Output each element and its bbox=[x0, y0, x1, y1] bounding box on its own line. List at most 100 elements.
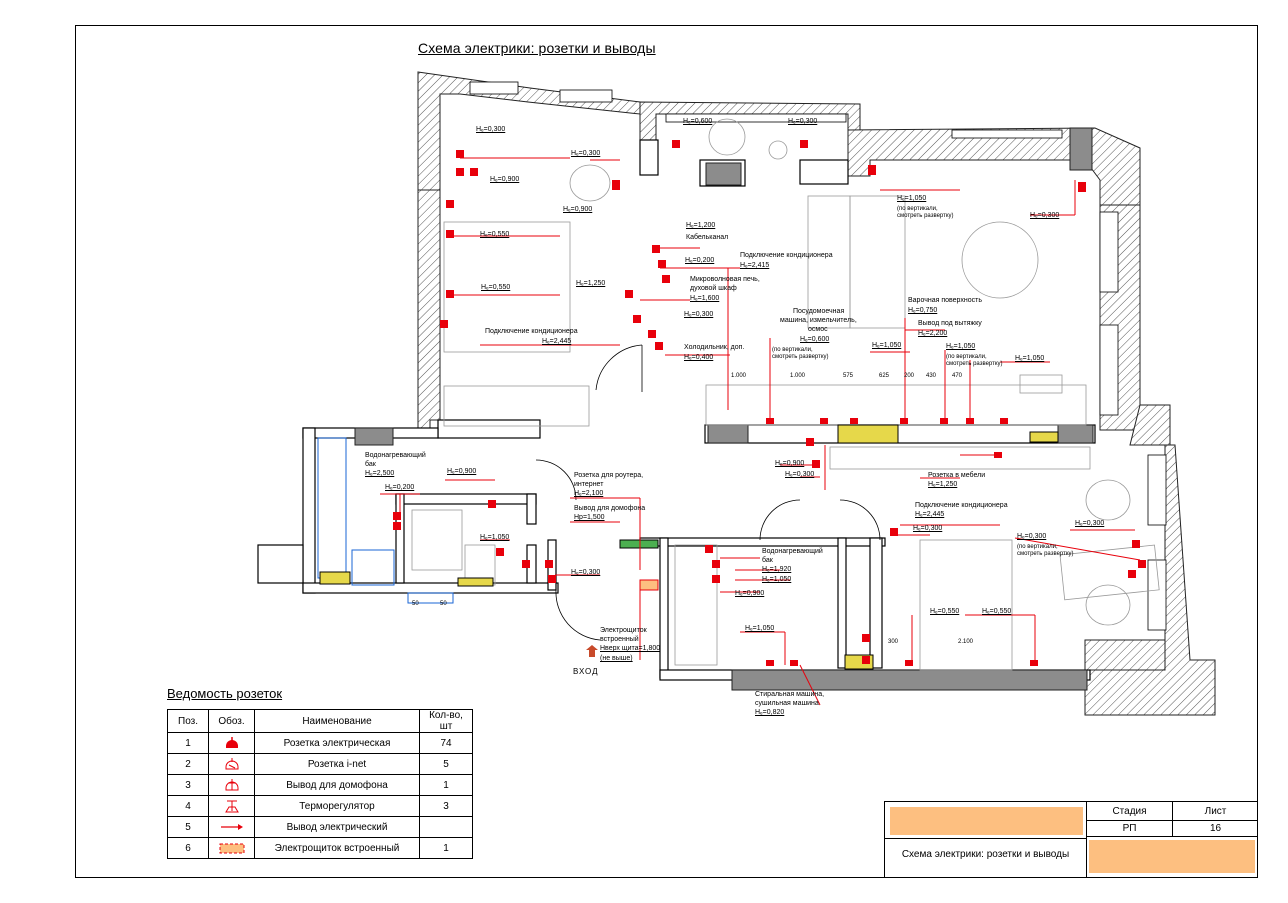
title-block: Стадия Лист РП 16 Схема электрики: розет… bbox=[884, 801, 1258, 878]
legend-row: 3 Вывод для домофона 1 bbox=[167, 774, 473, 796]
annotation: Hₑ=0,300 bbox=[476, 126, 506, 133]
annotation: Подключение кондиционера bbox=[915, 502, 1008, 509]
dimension: 1.000 bbox=[731, 373, 747, 379]
annotation: Hₑ=0,300 bbox=[1017, 533, 1047, 540]
annotation: Варочная поверхность bbox=[908, 297, 982, 304]
legend-symbol bbox=[208, 837, 255, 859]
annotation: Hₑ=0,900 bbox=[490, 176, 520, 183]
annotation: Микроволновая печь, bbox=[690, 276, 760, 283]
legend-qty: 1 bbox=[419, 774, 473, 796]
annotation: смотреть развертку) bbox=[897, 213, 954, 219]
panel-built-in-icon bbox=[219, 843, 244, 854]
annotation: Hₑ=0,300 bbox=[1075, 520, 1105, 527]
annotation: Hₑ=0,550 bbox=[480, 231, 510, 238]
annotation: Hₑ=0,300 bbox=[684, 311, 714, 318]
annotation: Hₑ=0,900 bbox=[563, 206, 593, 213]
legend-pos: 6 bbox=[167, 837, 209, 859]
annotation: Посудомоечная bbox=[793, 308, 845, 315]
wall-columns bbox=[354, 127, 1094, 691]
annotation: Hₑ=1,250 bbox=[576, 280, 606, 287]
furniture bbox=[411, 118, 1160, 671]
socket-electric-icon bbox=[225, 737, 238, 748]
annotation: интернет bbox=[574, 481, 604, 488]
annotation: Подключение кондиционера bbox=[740, 252, 833, 259]
dimension: 300 bbox=[888, 639, 899, 645]
entrance-label: ВХОД bbox=[573, 667, 599, 676]
legend-pos: 3 bbox=[167, 774, 209, 796]
annotation: бак bbox=[365, 461, 376, 468]
annotation: Hₑ=0,400 bbox=[684, 354, 714, 361]
legend-pos: 1 bbox=[167, 732, 209, 754]
dimension: 1.000 bbox=[790, 373, 806, 379]
legend-row: 4 Терморегулятор 3 bbox=[167, 795, 473, 817]
legend-pos: 2 bbox=[167, 753, 209, 775]
annotation: Розетка для роутера, bbox=[574, 472, 644, 479]
legend-row: 2 Розетка i-net 5 bbox=[167, 753, 473, 775]
annotation: Hₑ=0,600 bbox=[800, 336, 830, 343]
annotation: (по вертикали, bbox=[946, 354, 987, 360]
annotation: Hₑ=0,550 bbox=[930, 608, 960, 615]
entrance-arrow-icon bbox=[586, 645, 598, 657]
annotation: Hₑ=0,550 bbox=[481, 284, 511, 291]
legend-header-qty: Кол-во, шт bbox=[419, 709, 473, 733]
annotation: Hₑ=0,200 bbox=[685, 257, 715, 264]
legend-row: 6 Электрощиток встроенный 1 bbox=[167, 837, 473, 859]
legend-symbol bbox=[208, 732, 255, 754]
annotation: Розетка в мебели bbox=[928, 472, 986, 479]
interior-walls bbox=[257, 139, 1096, 681]
annotation: Hₑ=0,300 bbox=[788, 118, 818, 125]
annotation: Hₑ=0,900 bbox=[775, 460, 805, 467]
annotation: Hₑ=1,050 bbox=[480, 534, 510, 541]
dimension: 470 bbox=[952, 373, 963, 379]
legend-qty: 1 bbox=[419, 837, 473, 859]
stage-value: РП bbox=[1122, 823, 1137, 834]
annotation: машина, измельчитель, bbox=[780, 317, 857, 324]
legend-name: Электрощиток встроенный bbox=[254, 837, 420, 859]
annotation: (по вертикали, bbox=[1017, 544, 1058, 550]
annotation: Hₑ=0,600 bbox=[683, 118, 713, 125]
legend-name: Розетка i-net bbox=[254, 753, 420, 775]
annotation: Hверх щита=1,800 bbox=[600, 645, 661, 652]
annotation: Hₑ=1,600 bbox=[690, 295, 720, 302]
dimension: 50 bbox=[412, 601, 419, 607]
annotation: Hₑ=0,750 bbox=[908, 307, 938, 314]
annotation: Hₑ=2,100 bbox=[574, 490, 604, 497]
annotation: Вывод для домофона bbox=[574, 505, 646, 512]
annotation: Hₑ=0,900 bbox=[447, 468, 477, 475]
annotation: духовой шкаф bbox=[690, 285, 737, 292]
annotation: Hₑ=1,920 bbox=[762, 566, 792, 573]
legend-symbol bbox=[208, 795, 255, 817]
annotation: Стиральная машина, bbox=[755, 691, 825, 698]
electrical-wiring bbox=[380, 157, 1141, 706]
windows bbox=[469, 81, 1167, 631]
legend-row: 5 Вывод электрический bbox=[167, 816, 473, 838]
title-block-placeholder bbox=[890, 807, 1083, 835]
doors bbox=[535, 344, 881, 641]
annotation: Hₑ=1,050 bbox=[897, 195, 927, 202]
legend-row: 1 Розетка электрическая 74 bbox=[167, 732, 473, 754]
annotation: Hₑ=2,445 bbox=[915, 511, 945, 518]
annotation: смотреть развертку) bbox=[772, 354, 829, 360]
legend-header-name: Наименование bbox=[254, 709, 420, 733]
stage-label: Стадия bbox=[1112, 806, 1147, 817]
dimension: 575 bbox=[843, 373, 854, 379]
annotation: Hₑ=1,200 bbox=[686, 222, 716, 229]
socket-marks bbox=[393, 140, 1146, 666]
annotation: Hₑ=1,050 bbox=[745, 625, 775, 632]
dimension: 200 bbox=[904, 373, 915, 379]
intercom-outlet-icon bbox=[225, 779, 238, 791]
annotation: бак bbox=[762, 557, 773, 564]
annotation: (по вертикали, bbox=[897, 206, 938, 212]
drawing-frame bbox=[75, 25, 1258, 878]
annotation: смотреть развертку) bbox=[946, 361, 1003, 367]
legend-table: Поз. Обоз. Наименование Кол-во, шт 1 Роз… bbox=[167, 709, 473, 859]
dimension: 2.100 bbox=[958, 639, 974, 645]
legend-pos: 4 bbox=[167, 795, 209, 817]
annotation: Hр=1,500 bbox=[574, 514, 605, 521]
legend-header-symbol: Обоз. bbox=[208, 709, 255, 733]
socket-inet-icon bbox=[225, 758, 238, 770]
annotation: Hₑ=1,050 bbox=[872, 342, 902, 349]
annotation: Электрощиток bbox=[600, 627, 647, 634]
title-block-placeholder bbox=[1089, 840, 1255, 873]
